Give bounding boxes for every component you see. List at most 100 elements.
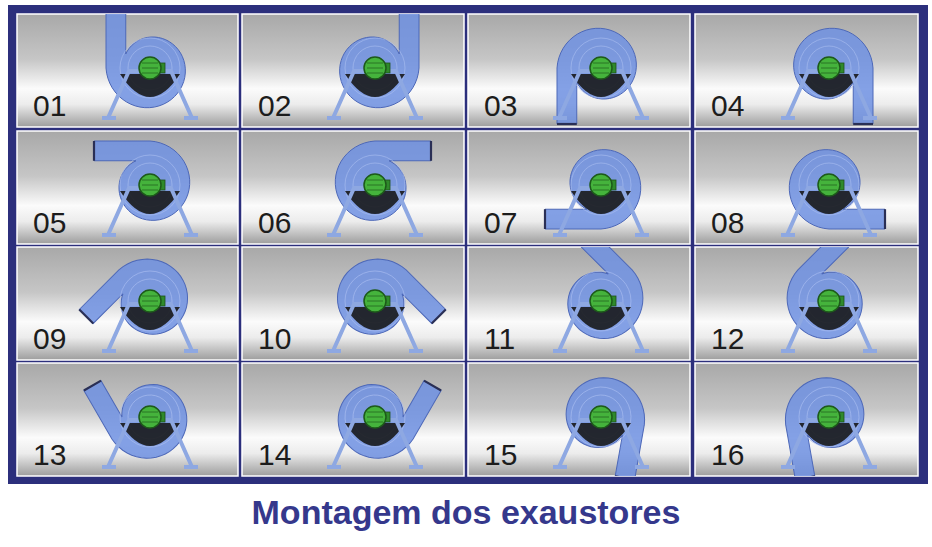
position-number: 13 (33, 440, 66, 470)
fan-housing-group (770, 247, 894, 354)
motor (364, 174, 386, 196)
mounting-cell: 09 (17, 247, 238, 360)
mounting-cell-art (242, 351, 464, 476)
fan-housing-group (779, 372, 874, 476)
motor-fin (142, 180, 158, 181)
motor-fin (593, 68, 609, 69)
mounting-cell-art (695, 131, 918, 244)
mounting-cell-art (468, 363, 690, 480)
motor-fin (821, 306, 837, 307)
outlet-edge (93, 141, 95, 161)
motor-fin (367, 296, 383, 297)
motor (364, 57, 386, 79)
position-number: 01 (33, 91, 66, 121)
inlet-ring (345, 38, 405, 98)
fan-figure (79, 247, 203, 360)
position-number: 05 (33, 208, 66, 238)
inlet-ring (108, 259, 193, 344)
motor-fin (821, 68, 837, 69)
cell-background (17, 131, 238, 244)
cell-background (242, 131, 464, 244)
mounting-cell-art (695, 14, 918, 127)
stand-feet (781, 465, 877, 469)
fan-housing (545, 150, 641, 229)
fan-housing-group (84, 363, 201, 473)
mounting-cell-art (468, 230, 690, 360)
fan-housing (335, 141, 431, 220)
fan-housing-group (322, 247, 446, 360)
motor-fin (821, 296, 837, 297)
mounting-cell: 14 (242, 363, 464, 476)
position-number: 11 (484, 324, 515, 354)
fan-housing-group (335, 141, 431, 220)
stand-feet (781, 116, 877, 120)
motor (818, 290, 840, 312)
inlet-ring (566, 382, 636, 452)
cell-background (468, 131, 690, 244)
motor-fin (367, 412, 383, 413)
mounting-cell: 16 (695, 363, 918, 476)
motor-fin (593, 301, 609, 302)
mounting-cell: 07 (468, 131, 690, 244)
cell-background (695, 14, 918, 127)
motor (139, 406, 161, 428)
stand-feet (553, 116, 649, 120)
motor-fin (821, 417, 837, 418)
stand-feet (553, 465, 649, 469)
position-number: 06 (258, 208, 291, 238)
fan-figure (536, 247, 660, 354)
motor (818, 174, 840, 196)
motor-fin (142, 190, 158, 191)
fan-figure (770, 247, 894, 354)
fan-figure (327, 141, 431, 235)
position-number: 10 (258, 324, 291, 354)
inlet-ring (570, 270, 632, 332)
position-number: 12 (711, 324, 744, 354)
inlet-ring (120, 38, 180, 98)
fan-housing-group (79, 247, 203, 360)
fan-housing (84, 363, 201, 473)
inlet-ring (559, 259, 644, 344)
position-number: 04 (711, 91, 744, 121)
inlet-ring (345, 155, 405, 215)
mounting-cell-art (695, 230, 918, 360)
stand-feet (102, 233, 198, 237)
mounting-cell: 05 (17, 131, 238, 244)
fan-figure (553, 28, 649, 124)
mounting-cell: 15 (468, 363, 690, 476)
motor (818, 406, 840, 428)
fan-figure (545, 150, 649, 235)
fan-housing (94, 141, 190, 220)
mounting-cell-art (17, 131, 238, 244)
motor-fin (593, 306, 609, 307)
outlet-edge (432, 309, 446, 323)
fan-housing-group (556, 372, 651, 476)
motor-fin (593, 73, 609, 74)
mounting-cell-art (242, 12, 464, 127)
fan-housing (779, 372, 874, 476)
motor-fin (593, 296, 609, 297)
mounting-cell-art (17, 242, 238, 366)
outlet-edge (884, 209, 886, 229)
inlet-ring (120, 155, 180, 215)
mounting-cell: 06 (242, 131, 464, 244)
motor-fin (142, 73, 158, 74)
stand-feet (327, 233, 423, 237)
motor-fin (821, 301, 837, 302)
motor-fin (367, 190, 383, 191)
position-number: 08 (711, 208, 744, 238)
motor-fin (367, 180, 383, 181)
motor (364, 406, 386, 428)
motor-fin (593, 412, 609, 413)
motor-fin (821, 422, 837, 423)
motor-fin (821, 190, 837, 191)
outlet-edge (557, 123, 577, 125)
cell-background (468, 363, 690, 476)
inlet-ring (120, 387, 180, 447)
outlet-edge (84, 381, 101, 391)
cell-background (242, 363, 464, 476)
fan-housing (770, 247, 894, 354)
title: Montagem dos exaustores (0, 494, 932, 531)
